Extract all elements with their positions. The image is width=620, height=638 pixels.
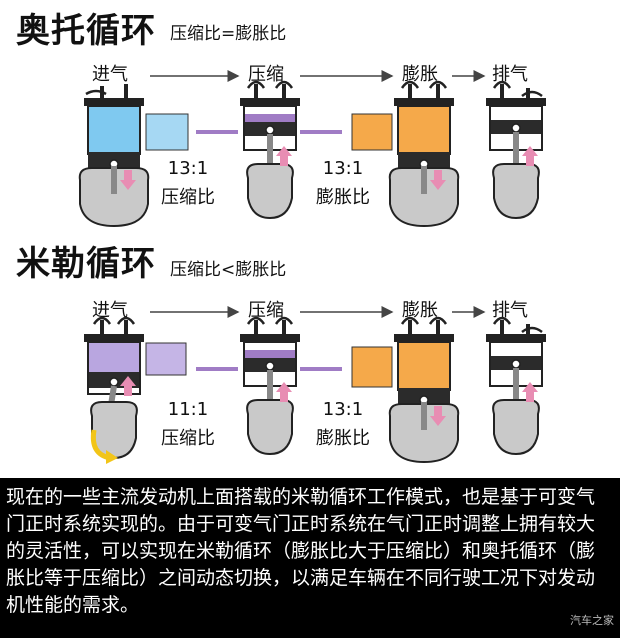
miller-compression-engine bbox=[240, 316, 300, 456]
otto-intake-volume-square bbox=[145, 113, 189, 151]
caption-block: 现在的一些主流发动机上面搭载的米勒循环工作模式，也是基于可变气门正时系统实现的。… bbox=[0, 478, 620, 638]
miller-title: 米勒循环 bbox=[16, 244, 156, 284]
miller-compression-value: 11:1 bbox=[167, 399, 209, 420]
otto-compression-value: 13:1 bbox=[167, 158, 209, 179]
otto-compression-ratio: 13:1 压缩比 bbox=[153, 158, 223, 209]
cycle-diagram bbox=[78, 70, 546, 464]
otto-stage-exhaust: 排气 bbox=[492, 64, 528, 85]
miller-expansion-label: 膨胀比 bbox=[316, 427, 370, 449]
miller-exhaust-engine bbox=[486, 316, 546, 456]
otto-exhaust-engine bbox=[486, 80, 546, 220]
watermark: 汽车之家 bbox=[570, 614, 614, 627]
miller-stage-intake: 进气 bbox=[92, 300, 128, 321]
caption-text: 现在的一些主流发动机上面搭载的米勒循环工作模式，也是基于可变气门正时系统实现的。… bbox=[6, 486, 596, 616]
miller-compression-label: 压缩比 bbox=[161, 427, 215, 449]
miller-intake-volume-square bbox=[145, 342, 187, 376]
otto-title: 奥托循环 bbox=[16, 11, 156, 51]
otto-stage-intake: 进气 bbox=[92, 64, 128, 85]
miller-expansion-ratio: 13:1 膨胀比 bbox=[308, 399, 378, 450]
otto-intake-engine bbox=[78, 84, 150, 227]
miller-subtitle: 压缩比<膨胀比 bbox=[170, 260, 287, 280]
otto-expansion-value: 13:1 bbox=[322, 158, 364, 179]
otto-expansion-volume-square bbox=[351, 113, 393, 151]
miller-expansion-engine bbox=[388, 316, 460, 463]
miller-expansion-value: 13:1 bbox=[322, 399, 364, 420]
miller-intake-engine bbox=[84, 316, 144, 464]
otto-compression-engine bbox=[240, 80, 300, 220]
otto-stage-expansion: 膨胀 bbox=[402, 64, 438, 85]
miller-stage-exhaust: 排气 bbox=[492, 300, 528, 321]
miller-stage-compression: 压缩 bbox=[248, 300, 284, 321]
miller-stage-expansion: 膨胀 bbox=[402, 300, 438, 321]
miller-expansion-volume-square bbox=[351, 346, 393, 388]
otto-compression-label: 压缩比 bbox=[161, 186, 215, 208]
miller-compression-ratio: 11:1 压缩比 bbox=[153, 399, 223, 450]
otto-stage-compression: 压缩 bbox=[248, 64, 284, 85]
otto-expansion-ratio: 13:1 膨胀比 bbox=[308, 158, 378, 209]
otto-subtitle: 压缩比=膨胀比 bbox=[170, 24, 287, 44]
otto-expansion-label: 膨胀比 bbox=[316, 186, 370, 208]
otto-expansion-engine bbox=[388, 80, 460, 227]
